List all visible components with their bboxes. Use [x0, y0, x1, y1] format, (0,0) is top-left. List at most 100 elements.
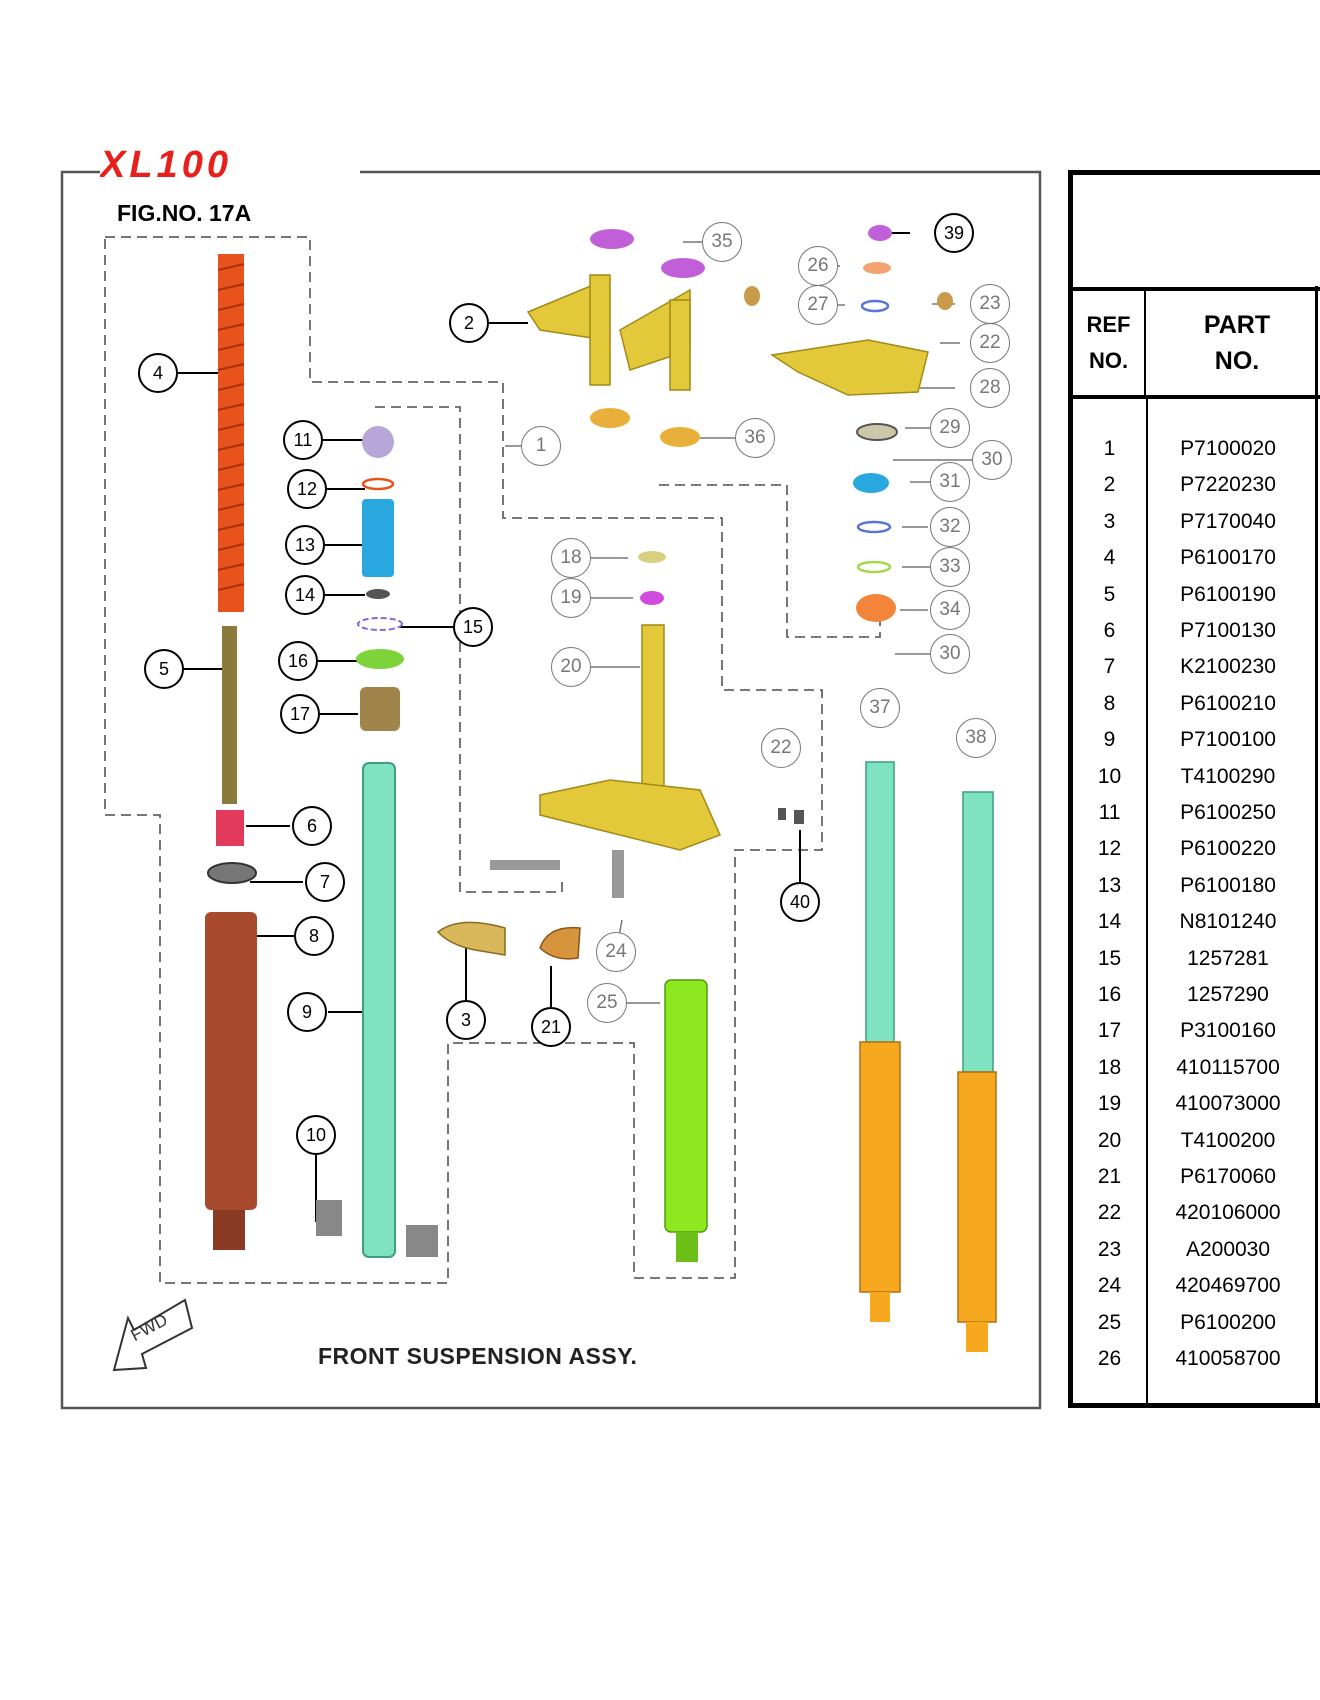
- diagram-frame: [60, 170, 1042, 1410]
- front-fork-right: [957, 791, 997, 1352]
- oil-lock-valve: [362, 426, 394, 458]
- part-no-cell: 1257281: [1187, 946, 1269, 970]
- ref-no-cell: 15: [1097, 946, 1122, 970]
- oil-lock-piece: [207, 862, 257, 884]
- callout-7: 7: [305, 862, 345, 902]
- part-no-cell: P7220230: [1180, 473, 1276, 497]
- table-header-blank: [1073, 175, 1320, 291]
- ref-no-cell: 14: [1097, 910, 1122, 934]
- rebound-spring: [216, 810, 244, 846]
- dust-cover: [590, 229, 634, 249]
- washer-18: [638, 551, 666, 563]
- callout-27: 27: [798, 285, 838, 325]
- washer: [366, 589, 390, 599]
- ref-no-cell: 5: [1103, 582, 1116, 606]
- damper-rod: [222, 626, 237, 804]
- callout-10: 10: [296, 1115, 336, 1155]
- callout-22b: 22: [761, 728, 801, 768]
- table-row: 16 1257290: [1073, 983, 1320, 1015]
- dashed-assembly-outlines: [104, 236, 881, 1284]
- callout-11: 11: [283, 420, 323, 460]
- steering-stem: [539, 624, 722, 851]
- bottom-case-green: [664, 979, 708, 1262]
- part-header-line2: NO.: [1214, 347, 1260, 375]
- ref-no-cell: 12: [1097, 837, 1122, 861]
- ref-no-cell: 2: [1103, 473, 1116, 497]
- nut-40: [794, 810, 804, 824]
- forward-arrow-icon: [112, 1298, 194, 1372]
- callout-24: 24: [596, 932, 636, 972]
- callout-19: 19: [551, 578, 591, 618]
- callout-23: 23: [970, 284, 1010, 324]
- callout-16: 16: [278, 641, 318, 681]
- ref-no-cell: 20: [1097, 1128, 1122, 1152]
- part-no-cell: P6170060: [1180, 1165, 1276, 1188]
- slide-bush-piece: [316, 1200, 342, 1236]
- bearing-29: [856, 423, 898, 441]
- callout-28: 28: [970, 368, 1010, 408]
- column-divider: [1146, 399, 1148, 1403]
- callout-15: 15: [453, 607, 493, 647]
- cup-31: [853, 473, 889, 493]
- part-no-cell: P6100220: [1180, 837, 1276, 861]
- cap-nut: [744, 286, 760, 306]
- part-no-cell: P6100210: [1180, 691, 1276, 715]
- cap-nut: [937, 292, 953, 310]
- callout-20: 20: [551, 647, 591, 687]
- bushing: [360, 687, 400, 731]
- callout-2: 2: [449, 303, 489, 343]
- part-no-cell: 1257290: [1187, 983, 1269, 1006]
- callout-12: 12: [287, 469, 327, 509]
- part-no-cell: P7100020: [1180, 437, 1276, 460]
- callout-18: 18: [551, 538, 591, 578]
- ref-no-cell: 18: [1097, 1055, 1122, 1079]
- callout-30b: 30: [930, 634, 970, 674]
- callout-13: 13: [285, 525, 325, 565]
- part-no-cell: P6100170: [1180, 546, 1276, 570]
- callout-39: 39: [934, 213, 974, 253]
- callout-35: 35: [702, 222, 742, 262]
- table-row: 15 1257281: [1073, 947, 1320, 979]
- clamp-3: [436, 921, 506, 956]
- part-no-cell: A200030: [1185, 1237, 1271, 1261]
- column-header-ref-no: REF NO.: [1073, 291, 1146, 399]
- part-no-cell: T4100290: [1180, 764, 1276, 788]
- steering-bracket-upper: [526, 274, 691, 391]
- ref-no-cell: 21: [1097, 1165, 1122, 1188]
- ref-no-cell: 3: [1103, 509, 1116, 533]
- diagram-caption: FRONT SUSPENSION ASSY.: [318, 1343, 638, 1369]
- callout-6: 6: [292, 806, 332, 846]
- part-no-cell: 410073000: [1175, 1092, 1281, 1116]
- bolt-22: [778, 808, 786, 820]
- ref-no-cell: 7: [1103, 655, 1116, 679]
- ref-header-line1: REF: [1086, 312, 1131, 337]
- fork-spring: [217, 254, 245, 612]
- ref-no-cell: 17: [1097, 1019, 1122, 1043]
- part-no-cell: N8101240: [1179, 910, 1277, 934]
- part-no-cell: P7100130: [1180, 619, 1276, 642]
- table-row: 14 N8101240: [1073, 910, 1320, 942]
- callout-31: 31: [930, 462, 970, 502]
- slide-bush-piece: [406, 1225, 438, 1257]
- ref-no-cell: 16: [1097, 983, 1122, 1006]
- ref-header-line2: NO.: [1088, 348, 1129, 373]
- callout-14: 14: [285, 575, 325, 615]
- xl100-logo: XL100: [100, 145, 228, 185]
- ring-33: [856, 560, 892, 574]
- clamp-21: [539, 926, 581, 960]
- ref-no-cell: 9: [1103, 728, 1116, 752]
- part-no-cell: 410058700: [1175, 1347, 1281, 1370]
- ref-no-cell: 6: [1103, 619, 1116, 642]
- ref-no-cell: 19: [1097, 1092, 1122, 1116]
